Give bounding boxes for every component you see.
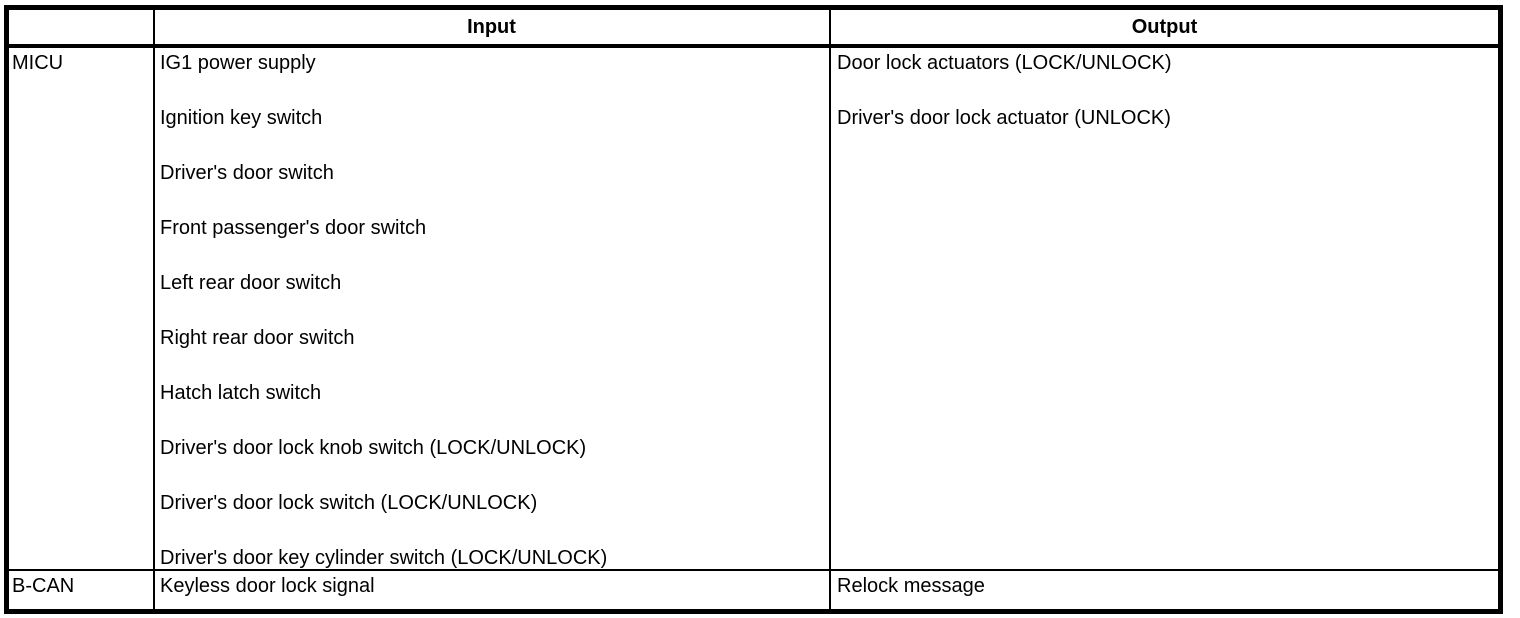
io-signal-table: Input Output MICU IG1 power supply Ignit… [4,5,1503,614]
input-item: Driver's door lock knob switch (LOCK/UNL… [160,437,587,459]
row-source-label: MICU [9,48,155,569]
input-item: Driver's door key cylinder switch (LOCK/… [160,547,608,569]
header-cell-source [9,10,155,44]
row-source-label: B-CAN [9,571,155,609]
input-item: Front passenger's door switch [160,217,427,239]
table-row-micu: MICU IG1 power supply Ignition key switc… [9,48,1498,571]
source-name: B-CAN [12,575,75,597]
micu-output-list: Door lock actuators (LOCK/UNLOCK) Driver… [831,48,1498,569]
micu-input-list: IG1 power supply Ignition key switch Dri… [155,48,831,569]
input-item: Driver's door lock switch (LOCK/UNLOCK) [160,492,538,514]
table-header-row: Input Output [9,10,1498,48]
input-item: Ignition key switch [160,107,323,129]
input-item: IG1 power supply [160,52,316,74]
input-item: Left rear door switch [160,272,342,294]
output-item: Driver's door lock actuator (UNLOCK) [837,107,1171,129]
input-item: Keyless door lock signal [160,575,375,597]
header-cell-input: Input [155,10,831,44]
source-name: MICU [12,52,64,74]
bcan-input-list: Keyless door lock signal [155,571,831,609]
output-item: Door lock actuators (LOCK/UNLOCK) [837,52,1172,74]
input-item: Driver's door switch [160,162,334,184]
input-item: Right rear door switch [160,327,355,349]
input-item: Hatch latch switch [160,382,322,404]
bcan-output-list: Relock message [831,571,1498,609]
output-item: Relock message [837,575,985,597]
header-cell-output: Output [1131,15,1198,38]
table-row-bcan: B-CAN Keyless door lock signal Relock me… [9,571,1498,609]
